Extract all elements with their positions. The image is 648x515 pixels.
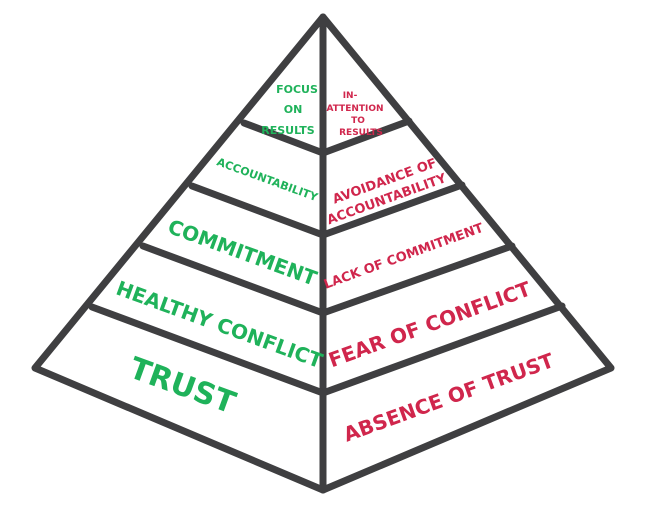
divider-3-right: [319, 242, 516, 317]
label-focus-on-results-line-1: FOCUS: [276, 83, 318, 96]
divider-1-left: [240, 119, 327, 157]
label-inattention-line-4: RESULTS: [339, 128, 383, 138]
divider-3-left: [139, 242, 327, 317]
divider-1-right: [319, 117, 413, 157]
label-inattention-line-1: IN-: [343, 91, 358, 101]
divider-4-left: [88, 303, 327, 397]
level-dividers: [88, 117, 566, 397]
label-inattention-line-3: TO: [351, 116, 365, 126]
divider-2-left: [188, 182, 327, 239]
label-inattention-line-2: ATTENTION: [326, 104, 383, 114]
label-focus-on-results-line-3: RESULTS: [261, 124, 315, 137]
divider-4-right: [319, 302, 566, 397]
label-focus-on-results-line-2: ON: [284, 103, 303, 116]
divider-2-right: [319, 181, 466, 239]
